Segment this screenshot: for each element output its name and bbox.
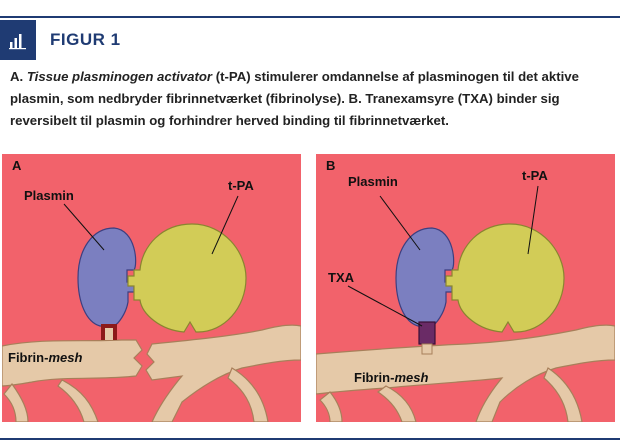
fibrin-label-a-main: Fibrin- bbox=[8, 350, 48, 365]
panel-a: A Plasmin t-PA Fibrin-mesh bbox=[2, 154, 301, 422]
caption-rest: (t-PA) stimulerer omdannelse af plasmino… bbox=[10, 69, 579, 128]
plasmin-leader-a bbox=[63, 203, 105, 251]
figure-caption: A. Tissue plasminogen activator (t-PA) s… bbox=[10, 66, 610, 132]
tpa-leader-a bbox=[211, 195, 239, 255]
fibrin-label-b: Fibrin-mesh bbox=[354, 370, 428, 385]
bar-chart-icon bbox=[9, 34, 26, 50]
fibrin-label-a: Fibrin-mesh bbox=[8, 350, 82, 365]
plasmin-label-b: Plasmin bbox=[348, 174, 398, 189]
figure-badge bbox=[0, 20, 36, 60]
tpa-a bbox=[127, 223, 247, 333]
fibrin-knob-a bbox=[105, 328, 113, 340]
fibrin-mesh-b bbox=[316, 324, 615, 422]
tpa-b bbox=[445, 223, 565, 333]
tpa-leader-b bbox=[527, 185, 539, 255]
fibrin-label-b-italic: mesh bbox=[394, 370, 428, 385]
txa-leader bbox=[347, 285, 423, 327]
fibrin-label-a-italic: mesh bbox=[48, 350, 82, 365]
panel-b-diagram: B Plasmin t-PA TXA Fibrin-mesh bbox=[316, 154, 615, 422]
panel-a-letter: A bbox=[12, 158, 22, 173]
txa-label: TXA bbox=[328, 270, 355, 285]
fibrin-label-b-main: Fibrin- bbox=[354, 370, 394, 385]
tpa-label-a: t-PA bbox=[228, 178, 254, 193]
fibrin-mesh-a bbox=[2, 324, 301, 422]
figure-title: FIGUR 1 bbox=[50, 30, 121, 49]
plasmin-label-a: Plasmin bbox=[24, 188, 74, 203]
plasmin-leader-b bbox=[379, 195, 421, 251]
tpa-label-b: t-PA bbox=[522, 168, 548, 183]
fibrin-knob-b bbox=[421, 343, 433, 355]
caption-italic: Tissue plasminogen activator bbox=[26, 69, 213, 84]
panel-a-diagram: A Plasmin t-PA Fibrin-mesh bbox=[2, 154, 301, 422]
caption-prefix: A. bbox=[10, 69, 27, 84]
footer-rule bbox=[0, 438, 620, 440]
panel-b: B Plasmin t-PA TXA Fibrin-mesh bbox=[316, 154, 615, 422]
panel-b-letter: B bbox=[326, 158, 335, 173]
header-rule bbox=[0, 16, 620, 18]
